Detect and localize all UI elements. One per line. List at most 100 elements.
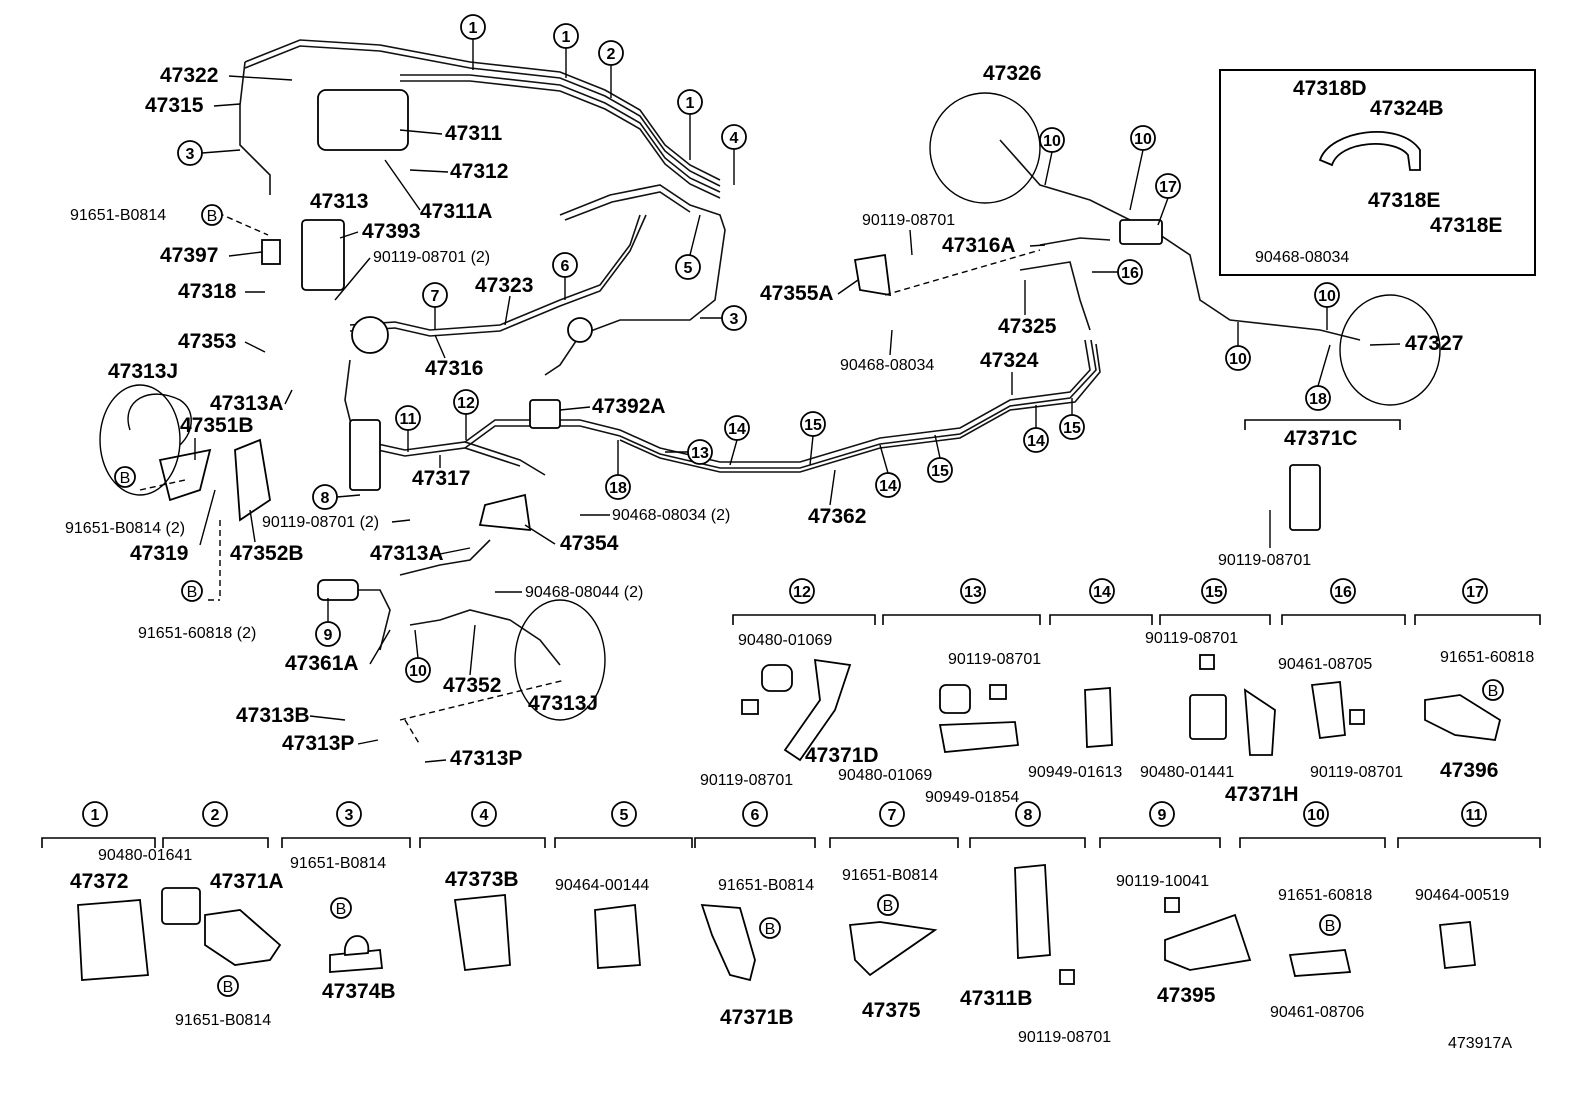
- svg-text:47374B: 47374B: [322, 980, 396, 1003]
- svg-text:47396: 47396: [1440, 759, 1498, 782]
- label-91651-b0814-a: 91651-B0814: [70, 207, 166, 224]
- svg-text:90119-10041: 90119-10041: [1116, 873, 1209, 890]
- callout-14b: 14: [875, 444, 901, 498]
- svg-text:B: B: [336, 901, 347, 918]
- label-47313J-2: 47313J: [528, 692, 598, 715]
- label-47318: 47318: [178, 280, 237, 303]
- label-47362: 47362: [808, 505, 866, 528]
- svg-text:47371A: 47371A: [210, 870, 284, 893]
- label-47318D: 47318D: [1293, 77, 1367, 100]
- svg-text:14: 14: [1027, 433, 1045, 450]
- label-47355A: 47355A: [760, 282, 834, 305]
- clamp-set-6: 6 91651-B0814 B 47371B: [694, 801, 816, 1029]
- svg-text:47371B: 47371B: [720, 1006, 794, 1029]
- label-90119-08701-a: 90119-08701 (2): [373, 249, 490, 266]
- clamp-set-10: 10 91651-60818 B 90461-08706: [1239, 801, 1386, 1021]
- svg-text:47371D: 47371D: [805, 744, 879, 767]
- svg-text:47371H: 47371H: [1225, 783, 1299, 806]
- callout-10c: 10: [1129, 125, 1156, 211]
- svg-text:47311B: 47311B: [960, 987, 1032, 1010]
- svg-text:10: 10: [1307, 807, 1325, 824]
- clamp-set-8: 8 47311B 90119-08701: [960, 801, 1111, 1046]
- svg-text:47375: 47375: [862, 999, 921, 1022]
- clamp-set-17: 17 91651-60818 B 47396: [1414, 578, 1541, 782]
- svg-text:90464-00144: 90464-00144: [555, 877, 649, 894]
- label-47322: 47322: [160, 64, 218, 87]
- svg-text:14: 14: [1093, 584, 1111, 601]
- svg-text:91651-B0814: 91651-B0814: [290, 855, 386, 872]
- svg-text:10: 10: [1134, 131, 1152, 148]
- label-47313P-2: 47313P: [450, 747, 522, 770]
- label-47316A: 47316A: [942, 234, 1016, 257]
- svg-text:1: 1: [562, 29, 571, 46]
- bolt-marker-a: B: [201, 204, 223, 226]
- svg-text:15: 15: [1205, 584, 1223, 601]
- clamp-set-14: 14 90949-01613: [1028, 578, 1153, 781]
- label-47313J: 47313J: [108, 360, 178, 383]
- svg-text:90949-01613: 90949-01613: [1028, 764, 1122, 781]
- callout-11a: 11: [395, 405, 421, 452]
- svg-text:11: 11: [400, 411, 417, 428]
- label-47371C: 47371C: [1284, 427, 1358, 450]
- label-47326: 47326: [983, 62, 1041, 85]
- label-47311: 47311: [445, 122, 503, 145]
- inset-box: [1219, 69, 1536, 276]
- brake-pipes-right: [999, 139, 1361, 341]
- svg-text:47373B: 47373B: [445, 868, 519, 891]
- svg-text:91651-60818: 91651-60818: [1440, 649, 1534, 666]
- svg-text:3: 3: [730, 311, 739, 328]
- clamp-set-16: 16 90461-08705 90119-08701: [1278, 578, 1406, 781]
- svg-text:90480-01641: 90480-01641: [98, 847, 192, 864]
- callout-3a: 3: [177, 140, 241, 166]
- label-47327: 47327: [1405, 332, 1463, 355]
- label-47313A-2: 47313A: [370, 542, 444, 565]
- label-47312: 47312: [450, 160, 508, 183]
- callout-15c: 15: [1059, 398, 1085, 440]
- svg-text:90119-08701: 90119-08701: [1018, 1029, 1111, 1046]
- clamp-set-5: 5 90464-00144: [554, 801, 693, 969]
- bolt-marker-c: B: [181, 580, 203, 602]
- svg-text:16: 16: [1121, 265, 1139, 282]
- svg-text:17: 17: [1466, 584, 1484, 601]
- label-47315: 47315: [145, 94, 204, 117]
- label-47325: 47325: [998, 315, 1057, 338]
- svg-text:1: 1: [469, 20, 478, 37]
- bolt-marker-b: B: [114, 466, 136, 488]
- callout-14c: 14: [1023, 405, 1049, 453]
- label-90468-08034-b: 90468-08034: [840, 357, 934, 374]
- callout-7a: 7: [422, 282, 448, 330]
- callout-16a: 16: [1092, 259, 1143, 285]
- label-47351B: 47351B: [180, 414, 254, 437]
- svg-text:18: 18: [1309, 391, 1327, 408]
- clamp-set-1: 1 47372: [41, 801, 156, 981]
- svg-text:5: 5: [684, 260, 693, 277]
- svg-text:90119-08701: 90119-08701: [1310, 764, 1403, 781]
- svg-text:9: 9: [324, 627, 333, 644]
- label-47316: 47316: [425, 357, 483, 380]
- label-47393: 47393: [362, 220, 420, 243]
- svg-text:90949-01854: 90949-01854: [925, 789, 1019, 806]
- label-47324B: 47324B: [1370, 97, 1444, 120]
- diagram-code: 473917A: [1448, 1035, 1512, 1052]
- brake-pipes-upper: [239, 39, 726, 376]
- label-90468-08034-c: 90468-08034: [1255, 249, 1349, 266]
- svg-text:90119-08701: 90119-08701: [1145, 630, 1238, 647]
- svg-text:B: B: [223, 979, 234, 996]
- label-47324: 47324: [980, 349, 1039, 372]
- callout-14a: 14: [724, 415, 750, 466]
- callout-15a: 15: [800, 411, 826, 466]
- svg-text:B: B: [207, 208, 218, 225]
- label-47311A: 47311A: [420, 200, 492, 223]
- svg-text:B: B: [187, 584, 198, 601]
- clamp-set-7: 7 91651-B0814 B 47375: [829, 801, 959, 1022]
- callout-18b: 18: [1305, 344, 1331, 411]
- label-47313A: 47313A: [210, 392, 284, 415]
- label-47323: 47323: [475, 274, 533, 297]
- clamp-set-12: 12 90480-01069 90119-08701 47371D: [700, 578, 879, 789]
- callout-12a: 12: [453, 389, 479, 440]
- label-47313B: 47313B: [236, 704, 310, 727]
- svg-text:15: 15: [1063, 420, 1081, 437]
- callout-3b: 3: [700, 305, 747, 331]
- svg-text:4: 4: [730, 130, 739, 147]
